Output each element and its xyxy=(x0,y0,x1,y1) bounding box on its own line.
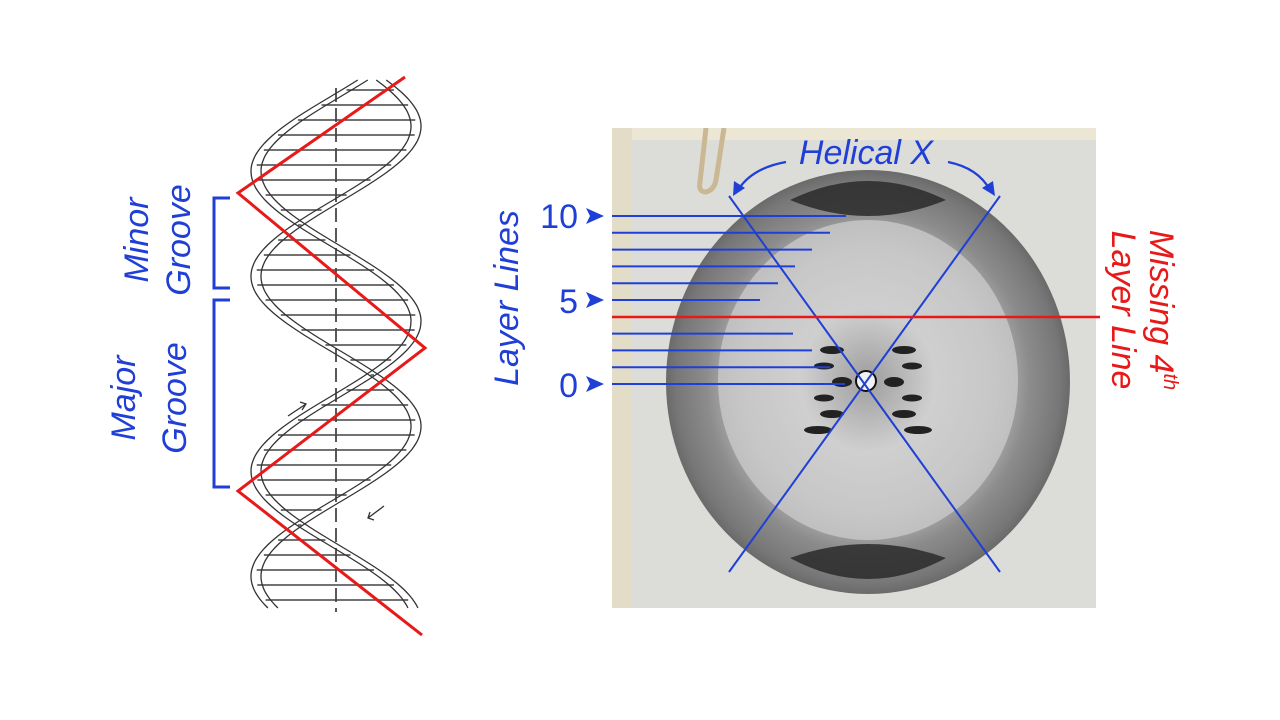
helical-x-label: Helical X xyxy=(799,134,934,172)
strand-arrow-icon xyxy=(367,505,385,521)
missing-layer-line-superscript: th xyxy=(1159,373,1181,390)
groove-zigzag-line xyxy=(235,75,428,637)
layer-lines-label: Layer Lines xyxy=(488,210,526,386)
minor-groove-label-bottom: Groove xyxy=(160,184,198,296)
minor-groove-label-top: Minor xyxy=(118,196,156,283)
backbone-strand-2-edge-a xyxy=(250,79,412,609)
backbone-strand-1-edge-a xyxy=(250,79,412,609)
major-groove-label-bottom: Groove xyxy=(156,342,194,454)
backbone-strand-2-edge-b xyxy=(260,79,422,609)
helical-x-line-b xyxy=(728,195,1001,573)
missing-layer-line-label-text: Missing 4 xyxy=(1142,230,1180,374)
central-cross-pattern xyxy=(804,346,932,434)
top-dark-arc xyxy=(790,181,946,216)
layer-number-0: 0 xyxy=(559,367,578,405)
bottom-dark-arc xyxy=(790,544,946,579)
layer-number-10: 10 xyxy=(540,198,578,236)
minor-groove-bracket xyxy=(212,196,230,290)
major-groove-label-top: Major xyxy=(105,354,143,441)
layer-0-arrowhead-icon xyxy=(586,376,604,392)
missing-layer-line-label-1: Missing 4th xyxy=(1142,230,1181,390)
layer-lines xyxy=(612,215,846,385)
helical-x-arrowhead-left xyxy=(733,181,745,196)
layer-10-arrowhead-icon xyxy=(586,208,604,224)
helical-x-arrowhead-right xyxy=(982,181,995,196)
missing-layer-line-label-2: Layer Line xyxy=(1104,231,1142,390)
backbone-strand-1-edge-b xyxy=(260,79,422,609)
layer-number-5: 5 xyxy=(559,283,578,321)
paper-clip-icon xyxy=(697,128,727,195)
backbone-strands xyxy=(250,79,422,609)
layer-5-arrowhead-icon xyxy=(586,292,604,308)
base-pair-rungs xyxy=(256,89,416,601)
major-groove-bracket xyxy=(212,298,230,489)
strand-arrow-icon xyxy=(287,401,308,417)
dna-helix-illustration xyxy=(250,79,422,612)
